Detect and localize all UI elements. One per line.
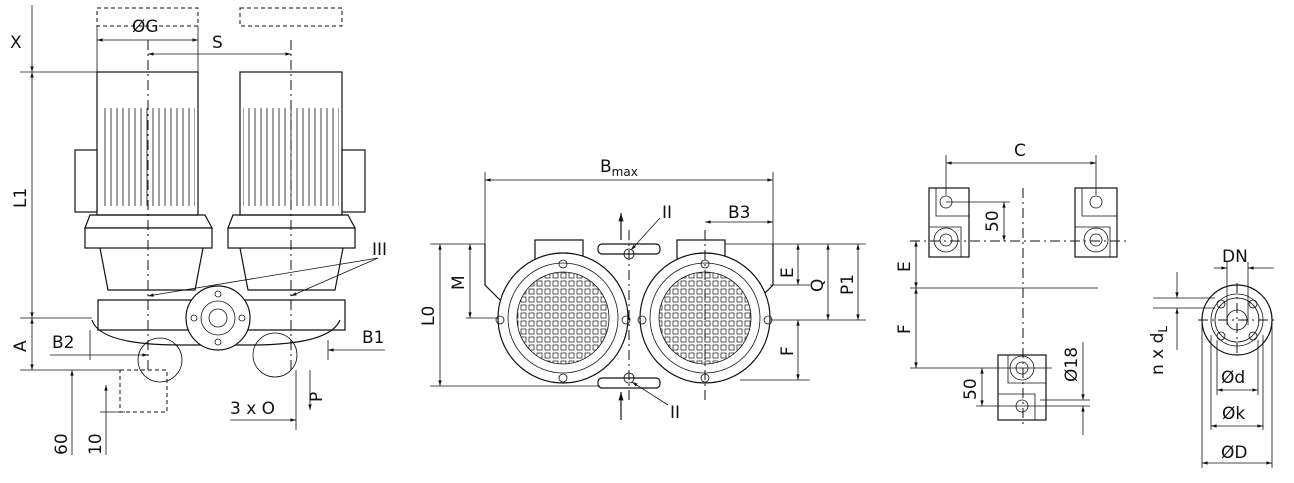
side-view: X ØG S L1 III A B2 B1 60 10 3 x O P (10, 5, 387, 455)
label-f: F (778, 346, 798, 356)
label-60: 60 (52, 433, 72, 455)
label-ii-top: II (662, 203, 672, 223)
top-view: Bmax II II B3 M L0 E Q P1 F (419, 157, 866, 423)
foundation-block-left (928, 187, 970, 258)
label-n-x-dl: n x dL (1148, 326, 1170, 375)
label-q: Q (808, 279, 828, 292)
label-o: 3 x O (230, 399, 275, 419)
label-g: ØG (132, 17, 159, 37)
label-b3: B3 (728, 203, 750, 223)
label-b1: B1 (362, 328, 384, 348)
pump-housing (97, 299, 346, 331)
label-k: Øk (1222, 404, 1245, 424)
label-c: C (1014, 141, 1026, 161)
flange-view: DN n x dL Ød Øk ØD (1148, 247, 1276, 468)
label-bmax-main: B (600, 157, 612, 177)
motor-left (74, 71, 214, 291)
motor-right (227, 71, 366, 291)
foundation-block-bottom (997, 354, 1047, 421)
label-iii: III (372, 240, 387, 260)
label-ii-bottom: II (670, 403, 680, 423)
motor-clearance-left (96, 7, 199, 27)
label-x: X (10, 33, 22, 53)
label-s: S (212, 33, 223, 53)
label-f-foundation: F (895, 324, 915, 334)
pump-flange (185, 285, 251, 351)
label-d-small: Ød (1221, 368, 1245, 388)
foundation-view: C 50 E F 50 Ø18 (895, 141, 1127, 435)
label-dn: DN (1222, 247, 1248, 267)
label-10: 10 (86, 433, 106, 455)
foundation-block-right (1074, 187, 1118, 258)
label-50-top: 50 (983, 210, 1003, 232)
label-d-big: ØD (1221, 443, 1247, 463)
label-m: M (449, 275, 469, 290)
label-e: E (778, 267, 798, 278)
motor-clearance-right (239, 7, 343, 27)
label-l1: L1 (11, 188, 31, 208)
label-a: A (11, 340, 31, 352)
label-bmax-sub: max (612, 165, 638, 179)
label-n-x-dl-sub: L (1156, 326, 1170, 333)
label-50-bottom: 50 (961, 378, 981, 400)
label-d18: Ø18 (1062, 347, 1082, 382)
label-p1: P1 (838, 274, 858, 295)
label-n-x-dl-main: n x d (1148, 333, 1168, 375)
label-e-foundation: E (895, 261, 915, 272)
foot-outline (119, 369, 168, 413)
label-l0: L0 (419, 306, 439, 326)
label-p: P (307, 392, 327, 402)
label-b2: B2 (52, 333, 74, 353)
label-bmax: Bmax (600, 157, 638, 179)
